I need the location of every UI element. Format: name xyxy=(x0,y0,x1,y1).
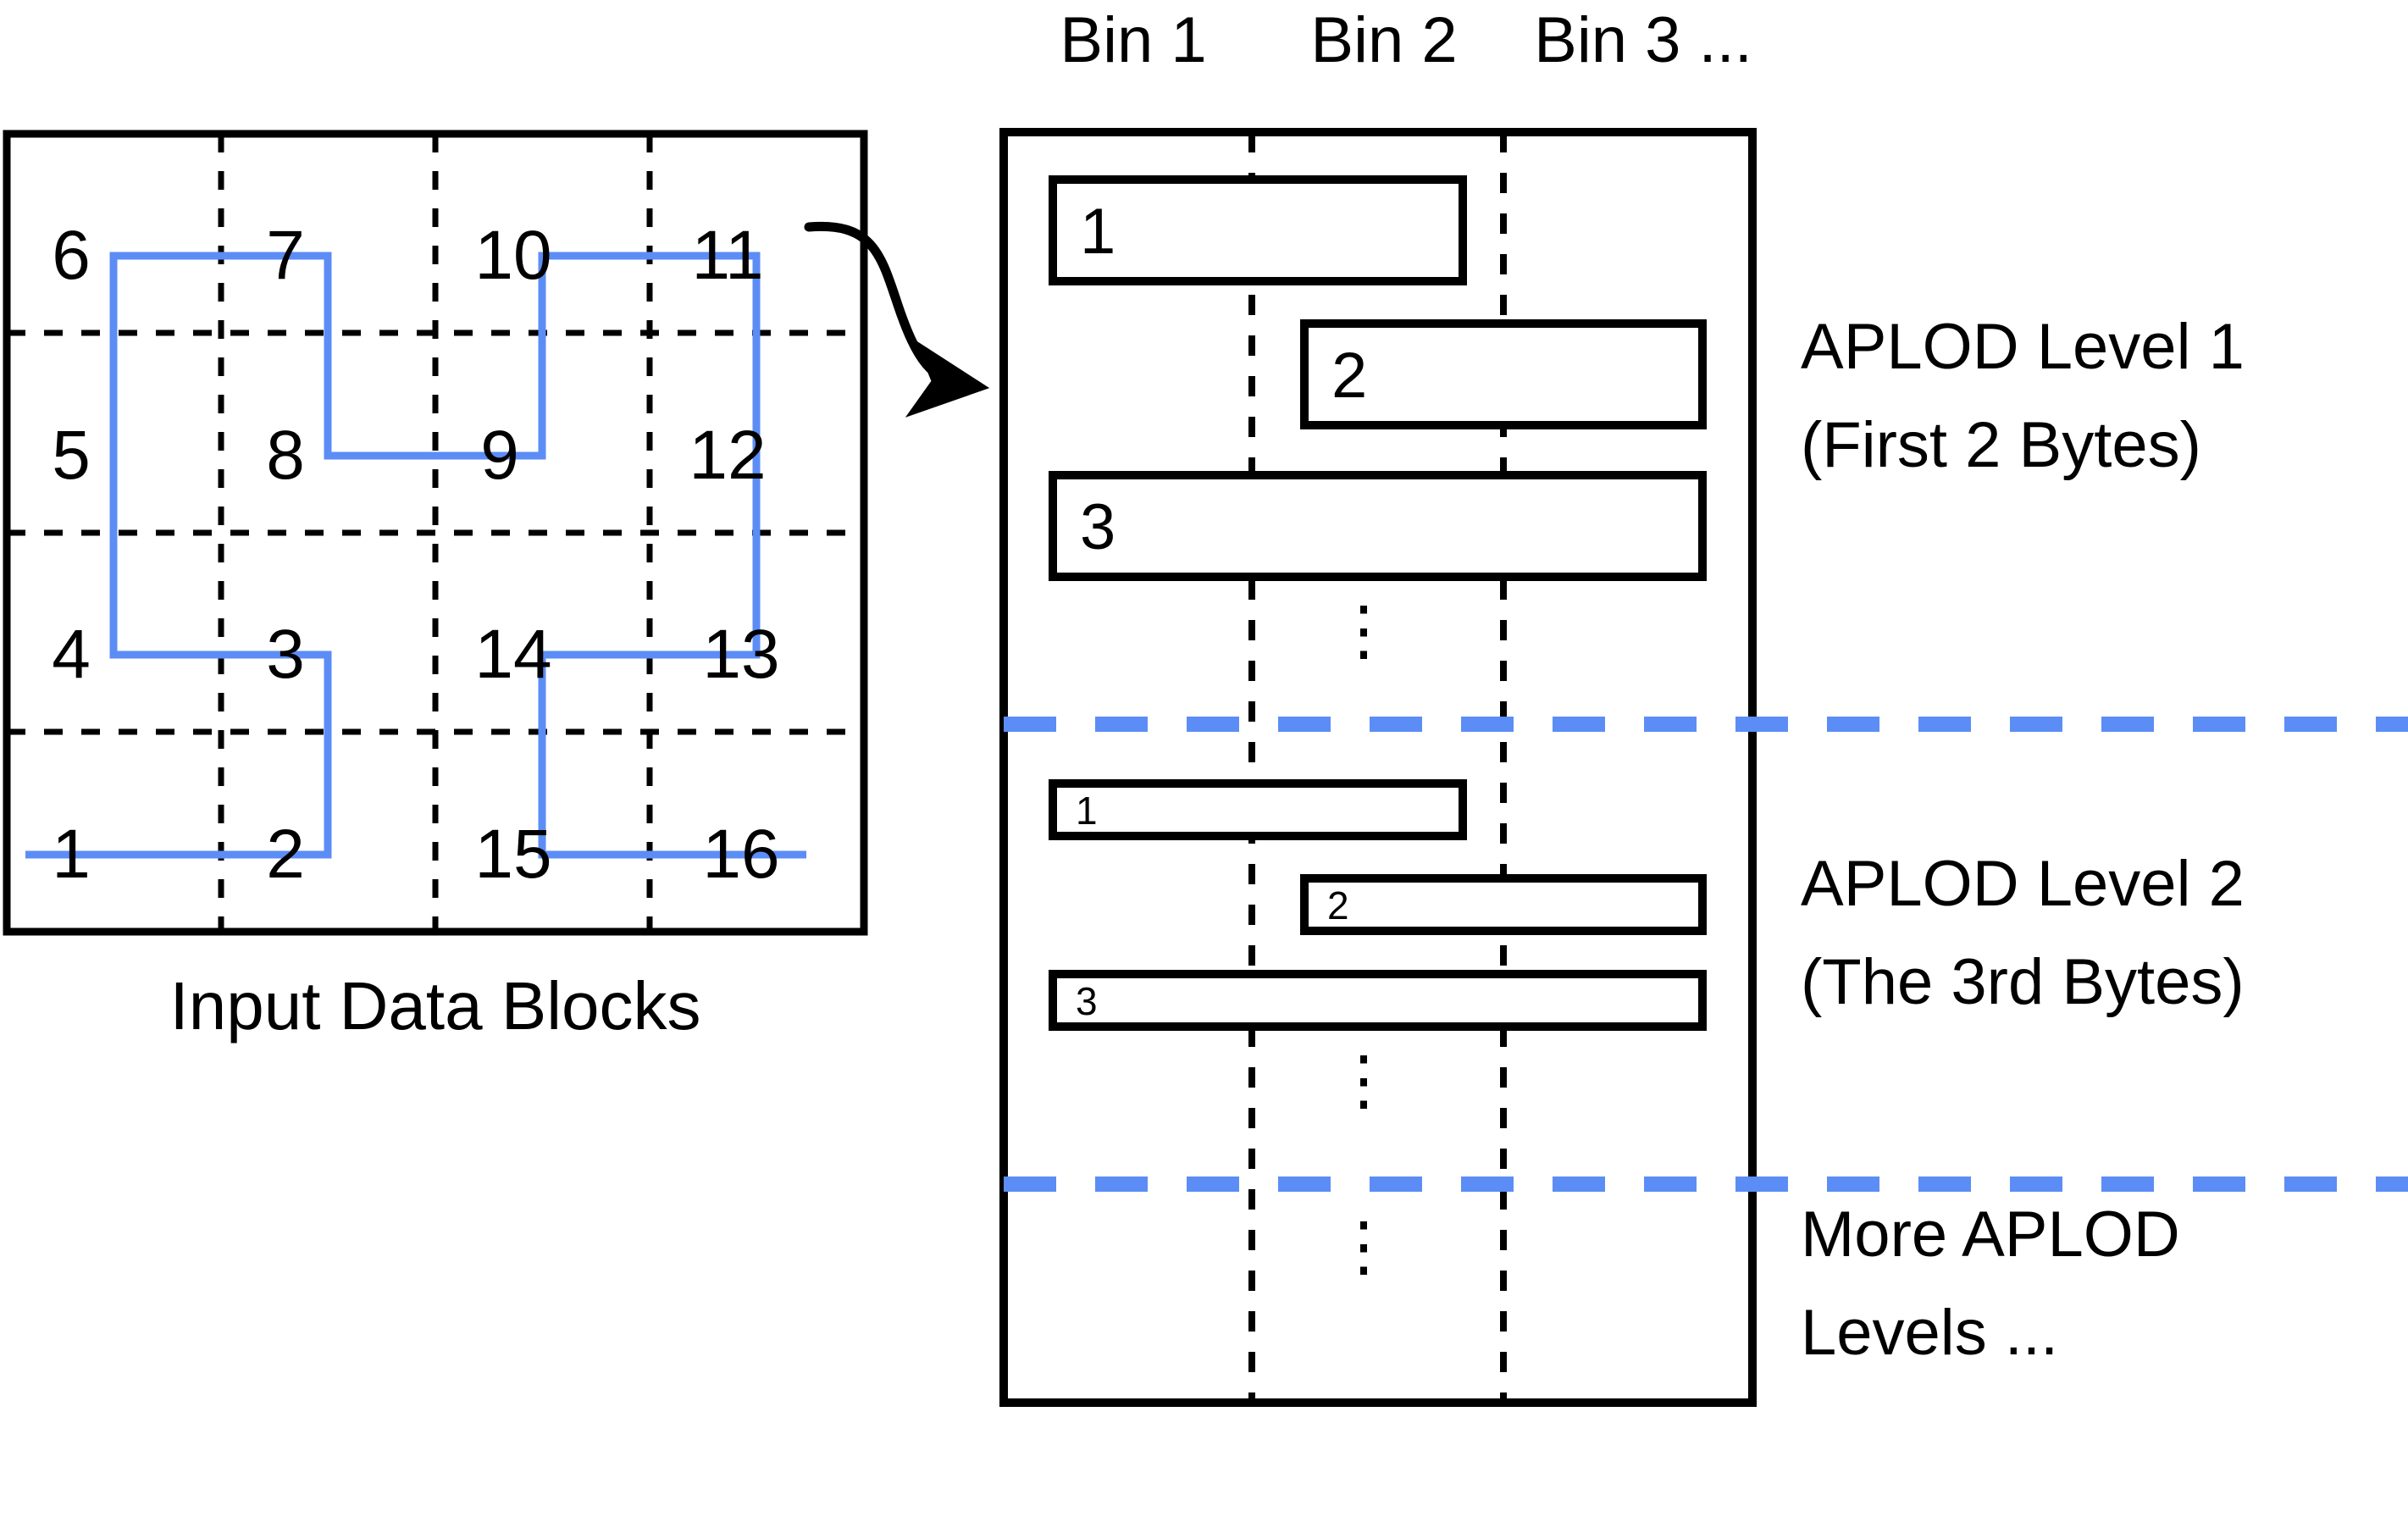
level-2-subtitle: (The 3rd Bytes) xyxy=(1801,946,2245,1018)
level-more-subtitle: Levels ... xyxy=(1801,1297,2059,1369)
block-number: 9 xyxy=(480,417,519,494)
level-2-ellipsis: ⋮ xyxy=(1331,1043,1397,1117)
level-2-bar-1-label: 1 xyxy=(1076,789,1098,833)
block-number: 4 xyxy=(52,616,91,693)
level-2-bar-1 xyxy=(1049,779,1467,840)
level-1-bar-3 xyxy=(1049,471,1707,581)
block-number: 11 xyxy=(691,217,764,294)
space-filling-curve xyxy=(25,252,806,859)
input-blocks-panel xyxy=(3,130,868,936)
block-number: 10 xyxy=(474,217,552,294)
block-number: 7 xyxy=(266,217,305,294)
bin-header-2: Bin 2 xyxy=(1310,4,1458,76)
level-2-bar-3 xyxy=(1049,970,1707,1031)
level-1-title: APLOD Level 1 xyxy=(1801,311,2245,383)
block-number: 15 xyxy=(474,816,552,893)
block-number: 8 xyxy=(266,417,305,494)
block-number: 2 xyxy=(266,816,305,893)
level-1-bar-2-label: 2 xyxy=(1331,340,1368,412)
flow-arrow xyxy=(804,221,990,418)
level-1-bar-1-label: 1 xyxy=(1080,196,1116,268)
level-1-bar-2 xyxy=(1300,319,1707,429)
level-1-ellipsis: ⋮ xyxy=(1331,593,1397,667)
block-number: 6 xyxy=(52,217,91,294)
input-grid-horizontal-lines xyxy=(7,329,864,735)
block-number: 3 xyxy=(266,616,305,693)
bin-header-3: Bin 3 ... xyxy=(1534,4,1752,76)
block-number: 12 xyxy=(689,417,767,494)
bin-header-1: Bin 1 xyxy=(1060,4,1207,76)
aplod-bins-panel xyxy=(999,128,2408,1407)
level-more-ellipsis: ⋮ xyxy=(1331,1209,1397,1283)
level-1-bar-3-label: 3 xyxy=(1080,491,1116,563)
level-2-bar-3-label: 3 xyxy=(1076,979,1098,1023)
level-2-bar-2-label: 2 xyxy=(1327,883,1349,927)
block-number: 14 xyxy=(474,616,552,693)
level-more-title: More APLOD xyxy=(1801,1199,2180,1271)
block-number: 5 xyxy=(52,417,91,494)
level-2-bars xyxy=(1049,779,1707,1031)
level-1-bars xyxy=(1049,175,1707,581)
input-blocks-caption: Input Data Blocks xyxy=(169,968,701,1044)
block-number: 13 xyxy=(702,616,780,693)
level-1-bar-1 xyxy=(1049,175,1467,285)
block-number: 1 xyxy=(52,816,91,893)
block-number: 16 xyxy=(702,816,780,893)
level-2-title: APLOD Level 2 xyxy=(1801,848,2245,920)
level-2-bar-2 xyxy=(1300,874,1707,935)
level-1-subtitle: (First 2 Bytes) xyxy=(1801,409,2201,481)
